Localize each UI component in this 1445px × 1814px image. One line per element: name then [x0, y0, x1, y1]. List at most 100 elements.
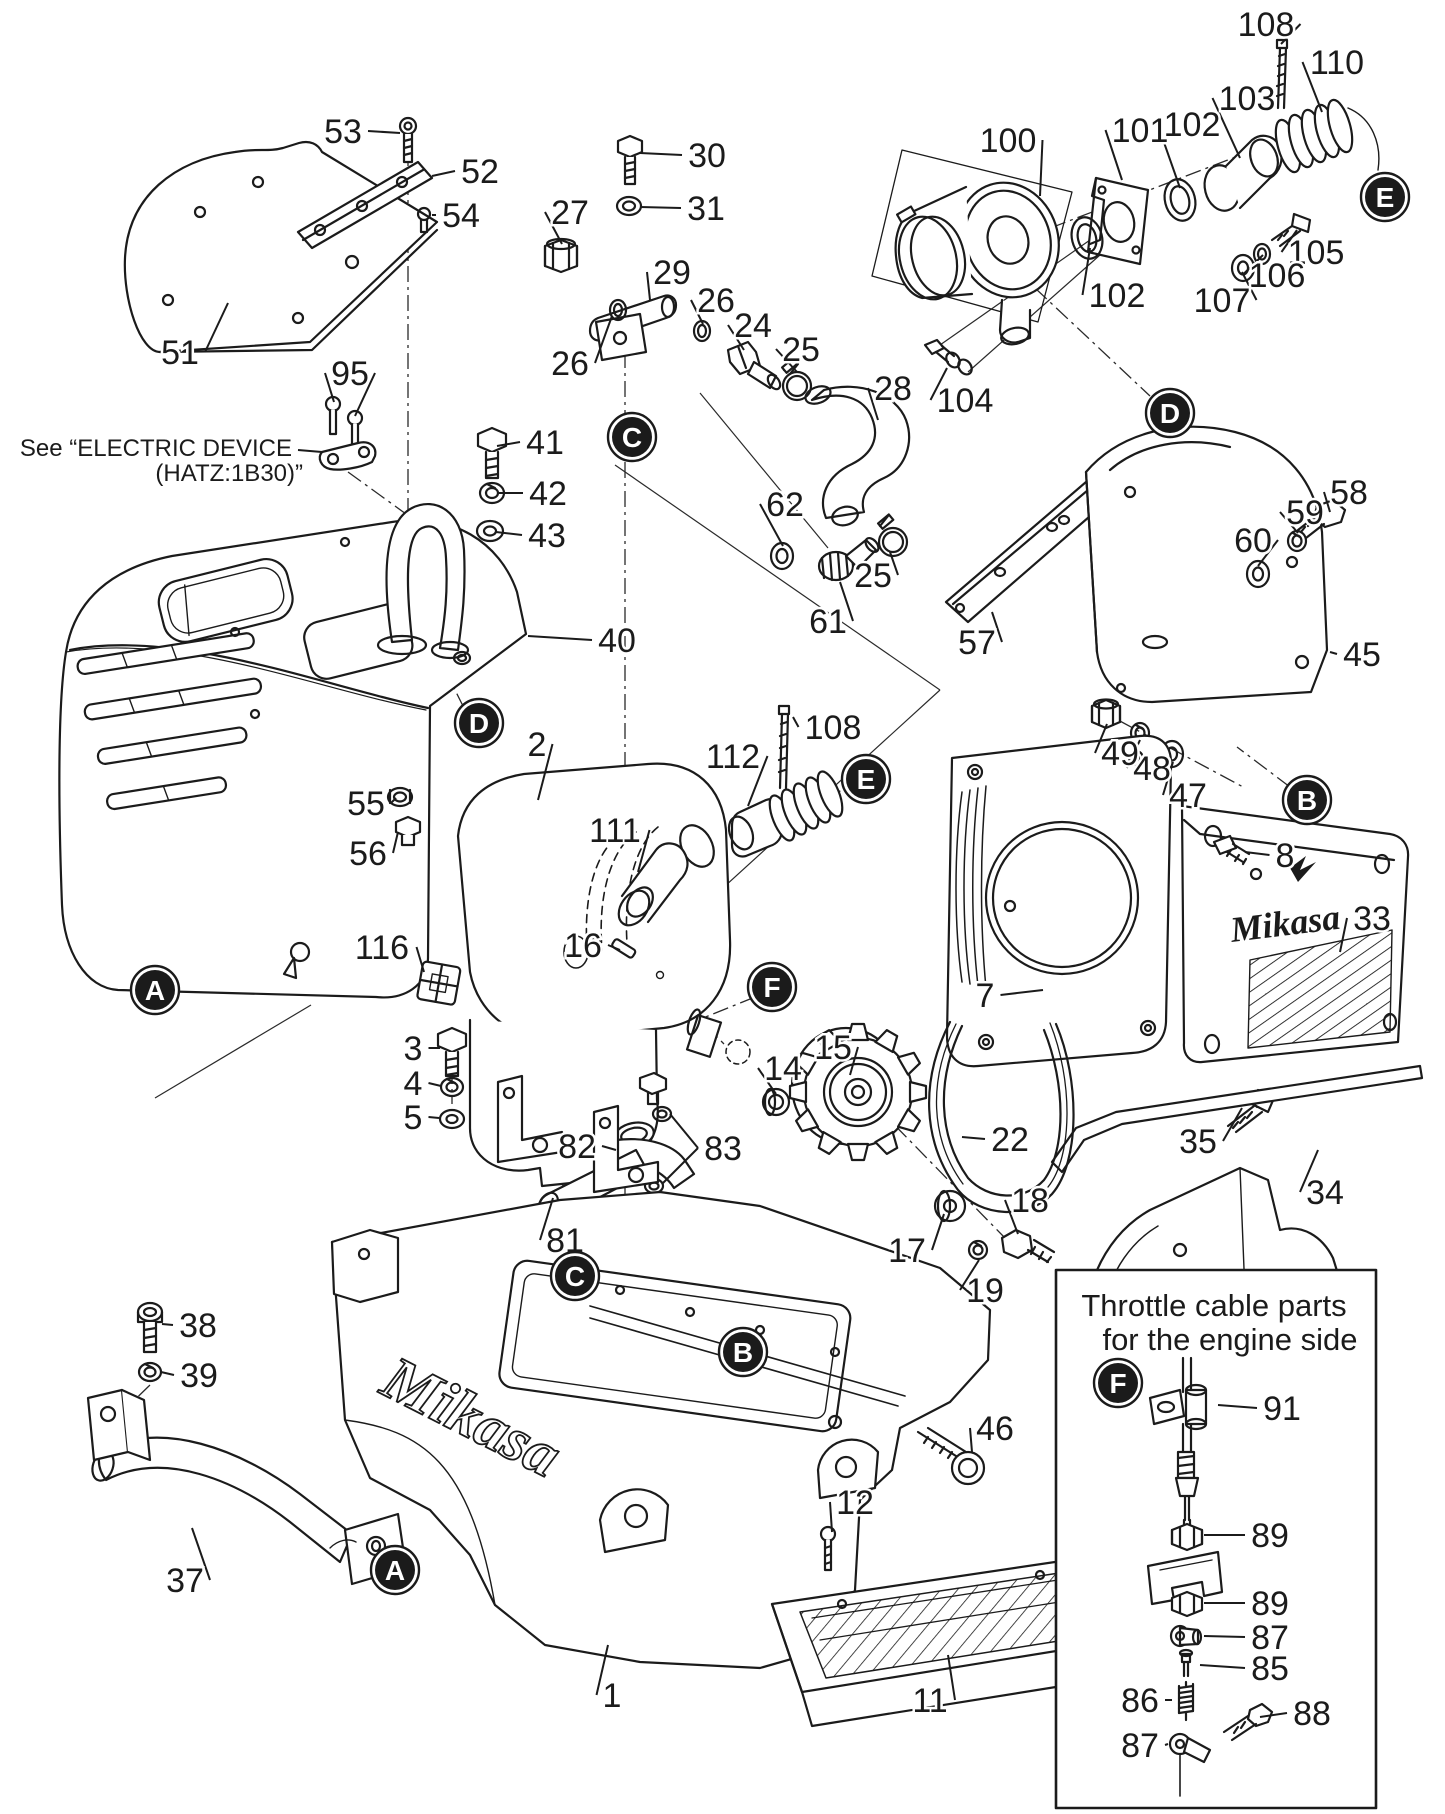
part-label-104-24: 104: [937, 382, 994, 420]
part-label-14-54: 14: [764, 1050, 802, 1088]
part-label-30-6: 30: [688, 137, 726, 175]
leader-line-29-8: [646, 271, 651, 301]
part-label-48-44: 48: [1133, 750, 1171, 788]
ref-badge-C-0: C: [606, 411, 658, 463]
part-label-82-57: 82: [558, 1128, 596, 1166]
leader-line-110-19: [1301, 61, 1323, 113]
part-17-washer-disc: [933, 1189, 967, 1223]
part-label-116-49: 116: [355, 929, 409, 967]
leader-line-41-25: [496, 441, 521, 447]
part-15-fan-pulley: [788, 1022, 928, 1162]
part-label-91-72: 91: [1263, 1390, 1301, 1428]
electric-device-note-line2: (HATZ:1B30)”: [155, 460, 303, 487]
electric-device-link-clip: [318, 441, 377, 471]
part-61-plug: [817, 536, 880, 582]
leader-line-46-67: [969, 1427, 973, 1453]
part-5-washer: [438, 1108, 466, 1130]
leader-line-43-27: [495, 531, 523, 536]
part-label-45-35: 45: [1343, 636, 1381, 674]
part-56-bolt: [394, 815, 422, 847]
part-label-16-50: 16: [564, 927, 602, 965]
part-label-2-37: 2: [528, 726, 547, 764]
part-label-51-3: 51: [161, 334, 199, 372]
part-label-25-29: 25: [854, 557, 892, 595]
part-label-89-74: 89: [1251, 1585, 1289, 1623]
part-label-27-5: 27: [551, 194, 589, 232]
part-25-clamp-lower: [876, 513, 909, 558]
leader-line-91-72: [1217, 1404, 1258, 1409]
svg-text:C: C: [565, 1261, 585, 1292]
part-51-cover-plate: [123, 140, 439, 354]
leader-line-58-32: [1323, 491, 1331, 513]
part-108-bolt-mid: [777, 704, 791, 790]
leader-line-47-45: [1162, 761, 1174, 796]
leader-line-22-56: [961, 1136, 986, 1140]
svg-text:F: F: [763, 972, 780, 1003]
ref-badge-D-2: D: [1144, 387, 1196, 439]
leader-line-108-18: [1280, 23, 1302, 45]
part-54-bolt: [416, 206, 432, 234]
part-label-101-15: 101: [1112, 112, 1169, 150]
part-40-engine-cover: [58, 503, 528, 999]
part-label-24-10: 24: [734, 307, 772, 345]
part-label-58-32: 58: [1330, 474, 1368, 512]
leader-line-81-59: [539, 1197, 554, 1241]
part-19-spring-washer: [967, 1239, 989, 1261]
leader-line-107-22: [1241, 271, 1258, 301]
leader-line-7-48: [1000, 989, 1044, 996]
part-60-washer: [1245, 559, 1271, 589]
part-38-bolt: [136, 1301, 164, 1354]
part-46-bolt: [916, 1426, 986, 1486]
leader-line-15-55: [849, 1046, 859, 1076]
leader-line-48-44: [1126, 739, 1141, 769]
part-label-108-18: 108: [1238, 6, 1295, 44]
leader-line-57-31: [991, 611, 1003, 643]
ref-badge-B-7: B: [1281, 774, 1333, 826]
part-angle-brackets: [496, 1074, 660, 1194]
part-34-rod: [1050, 1064, 1424, 1174]
part-8-screw: [1212, 834, 1251, 866]
leader-line-95-4: [324, 372, 335, 403]
throttle-cable-box: [1054, 1268, 1378, 1810]
part-label-39-66: 39: [180, 1357, 218, 1395]
part-label-47-45: 47: [1169, 777, 1207, 815]
leader-line-18-63: [1004, 1199, 1019, 1235]
ref-badge-A-10: A: [369, 1544, 421, 1596]
part-100-air-cleaner: [871, 149, 1073, 346]
ref-badge-F-6: F: [746, 961, 798, 1013]
part-33-belt-cover: [1180, 804, 1410, 1064]
leader-line-1-70: [595, 1644, 609, 1696]
leader-line-95-4: [354, 372, 376, 417]
part-label-7-48: 7: [976, 977, 995, 1015]
part-label-35-60: 35: [1179, 1123, 1217, 1161]
part-label-29-8: 29: [653, 254, 691, 292]
leader-line-100-14: [1039, 139, 1044, 197]
part-label-26-13: 26: [551, 345, 589, 383]
leader-line-39-66: [160, 1371, 175, 1376]
leader-line-2-37: [537, 743, 554, 801]
part-label-38-65: 38: [179, 1307, 217, 1345]
part-7-belt-cover-plate: [945, 734, 1173, 1068]
leader-line-108-39: [792, 716, 800, 728]
part-label-54-2: 54: [442, 197, 480, 235]
part-53-screw: [398, 116, 418, 164]
part-26-oring-left: [608, 298, 628, 322]
part-label-61-30: 61: [809, 603, 847, 641]
part-87-grommet: [1169, 1624, 1203, 1648]
leader-line-33-47: [1339, 917, 1348, 953]
part-label-85-76: 85: [1251, 1650, 1289, 1688]
part-label-18-63: 18: [1011, 1182, 1049, 1220]
part-49-nut: [1090, 698, 1122, 730]
svg-text:E: E: [1376, 182, 1395, 213]
part-label-87-79: 87: [1121, 1727, 1159, 1765]
part-label-41-25: 41: [526, 424, 564, 462]
leader-line-61-30: [839, 581, 854, 622]
part-label-22-56: 22: [991, 1121, 1029, 1159]
ref-badge-F-11: F: [1092, 1357, 1144, 1409]
leader-line-24-10: [727, 324, 745, 351]
part-spring-mid: [768, 770, 844, 842]
part-label-106-21: 106: [1249, 257, 1306, 295]
part-label-88-78: 88: [1293, 1695, 1331, 1733]
part-24-fitting: [726, 340, 782, 391]
